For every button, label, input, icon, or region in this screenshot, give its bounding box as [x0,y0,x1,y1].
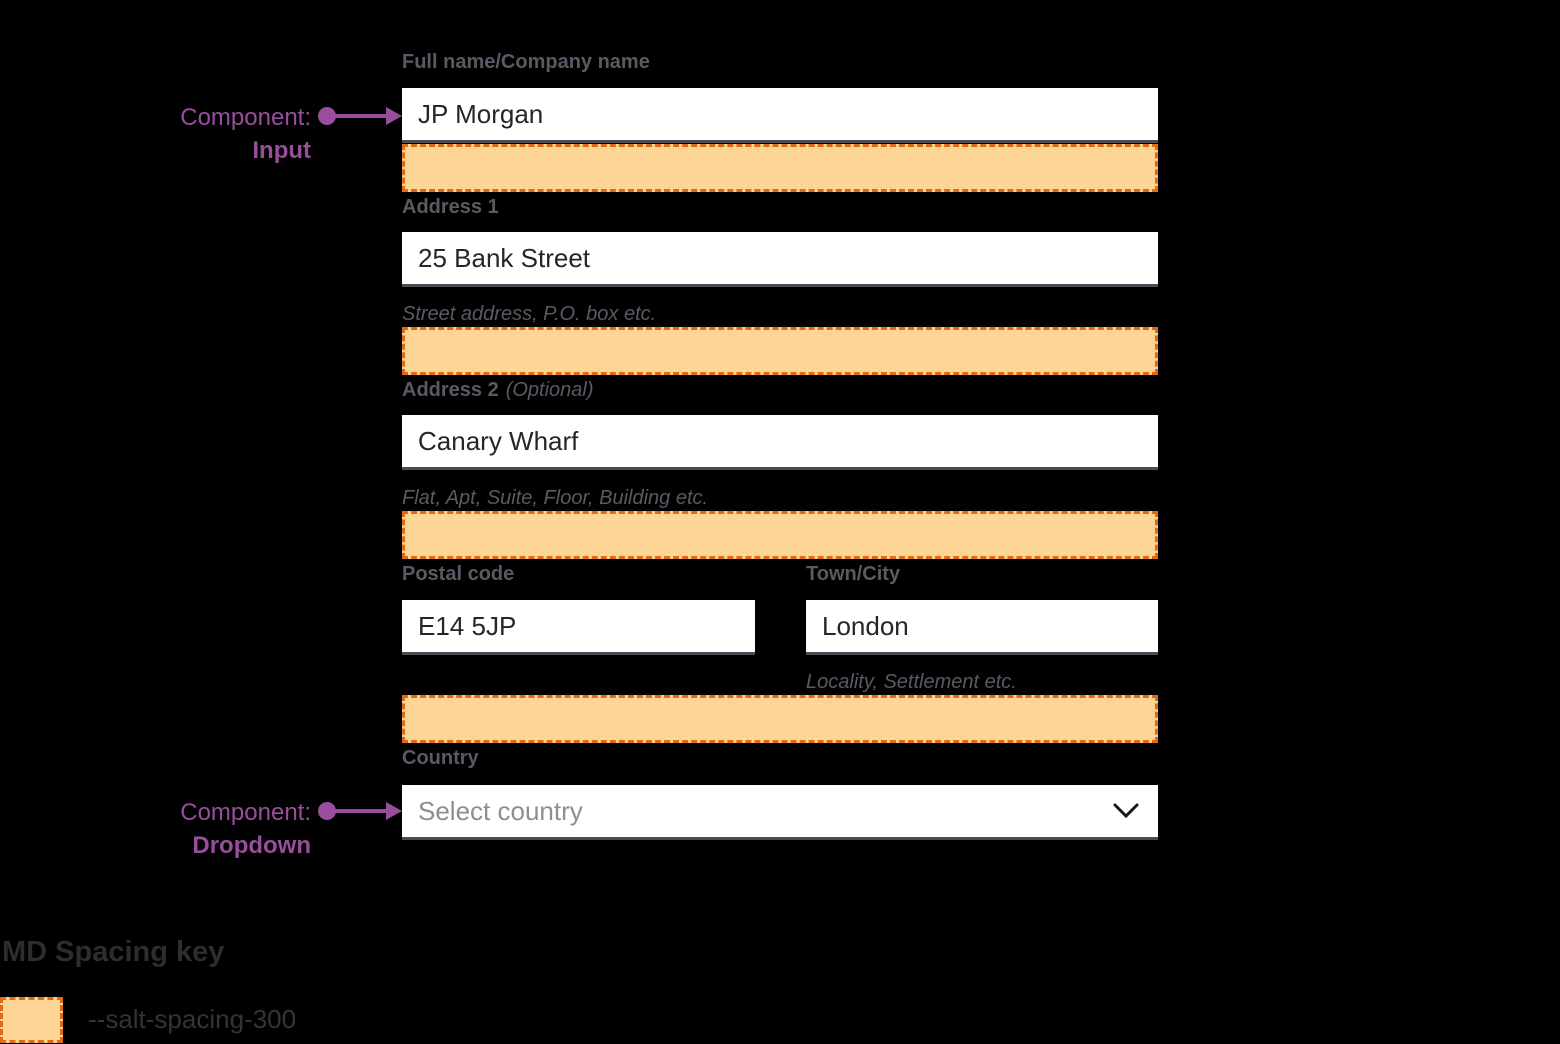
annotation-input-prefix: Component: [180,104,311,131]
address1-input[interactable] [402,232,1158,287]
country-dropdown[interactable]: Select country [402,785,1158,840]
full-name-label: Full name/Company name [402,50,650,74]
country-dropdown-placeholder: Select country [418,795,583,826]
spacing-key-swatch [0,997,63,1043]
full-name-label-text: Full name/Company name [402,51,650,73]
town-city-input[interactable] [806,600,1158,655]
annotation-dropdown-name: Dropdown [192,832,311,859]
address2-helper: Flat, Apt, Suite, Floor, Building etc. [402,487,709,509]
annotation-input-name: Input [252,137,311,164]
address1-helper: Street address, P.O. box etc. [402,303,657,325]
country-label: Country [402,746,479,770]
town-city-helper: Locality, Settlement etc. [806,671,1017,693]
address2-label-text: Address 2 [402,379,499,401]
address2-label: Address 2 (Optional) [402,378,594,402]
address2-optional-suffix: (Optional) [505,379,594,401]
spacing-block-300 [402,327,1158,375]
spacing-block-300 [402,695,1158,743]
annotation-input: Component: Input [111,101,311,167]
annotation-arrow-input [318,107,402,125]
annotation-dropdown-prefix: Component: [180,799,311,826]
annotation-arrow-dropdown [318,802,402,820]
town-city-label-text: Town/City [806,563,901,585]
chevron-down-icon [1112,802,1140,820]
spacing-block-300 [402,511,1158,559]
spacing-block-300 [402,144,1158,192]
full-name-input[interactable] [402,88,1158,143]
postal-code-label: Postal code [402,562,514,586]
town-city-label: Town/City [806,562,900,586]
address1-label: Address 1 [402,195,499,219]
spacing-key-token: --salt-spacing-300 [88,1004,297,1034]
postal-code-input[interactable] [402,600,755,655]
spacing-key-title: MD Spacing key [2,936,225,968]
postal-code-label-text: Postal code [402,563,515,585]
country-label-text: Country [402,747,479,769]
address2-input[interactable] [402,415,1158,470]
annotation-dropdown: Component: Dropdown [111,796,311,862]
address1-label-text: Address 1 [402,196,499,218]
